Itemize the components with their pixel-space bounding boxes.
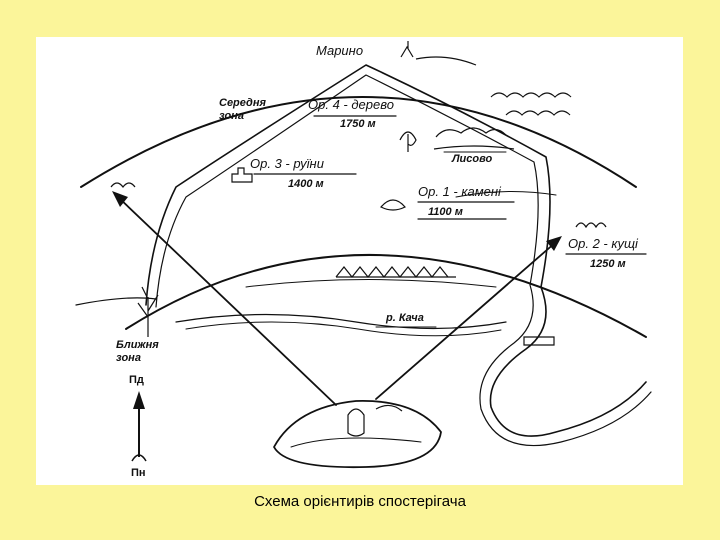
river-label: р. Кача [386,313,424,324]
landmark1-distance: 1100 м [428,207,463,218]
near-village-sketch [336,267,456,277]
observer-figure [348,405,402,436]
landmark3-name: Ор. 3 - руїни [250,157,324,170]
forest-sketch [491,93,571,115]
tree-landmark4 [400,132,416,152]
bridge-sketch [524,337,554,345]
landmark4-name: Ор. 4 - дерево [308,98,394,111]
village-lisovo-label: Лисово [452,154,492,165]
village-marino-sketch [401,41,476,65]
near-zone-label-line1: Ближня [116,340,159,351]
village-marino-label: Марино [316,44,363,57]
landmark4-distance: 1750 м [340,119,376,130]
south-label: Пн [131,468,146,479]
slide-caption: Схема орієнтирів спостерігача [0,493,720,510]
landmark3-distance: 1400 м [288,179,324,190]
sight-line-left [118,197,336,405]
middle-zone-label-line2: зона [219,111,244,122]
bushes-landmark2 [576,223,606,227]
middle-zone-label-line1: Середня [219,98,266,109]
near-zone-boundary [126,255,646,337]
landmark2-distance: 1250 м [590,259,626,270]
near-zone-label-line2: зона [116,353,141,364]
observer-scheme-drawing: Марино Середня зона Ор. 4 - дерево 1750 … [36,37,683,485]
arrow-up-icon [124,389,154,464]
road-inner [156,75,651,446]
observer-trench [274,401,441,467]
landmark1-name: Ор. 1 - камені [418,185,501,198]
stones-landmark1 [381,200,405,210]
landmark2-name: Ор. 2 - кущі [568,237,638,250]
village-lisovo-sketch [434,128,514,149]
north-label: Пд [129,375,144,386]
ruins-landmark3 [232,168,252,182]
